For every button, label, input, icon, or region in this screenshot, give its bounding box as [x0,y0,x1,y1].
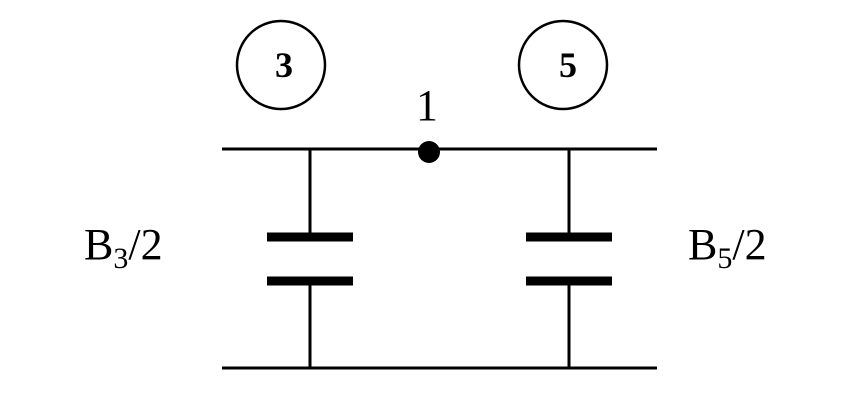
bus-marker-right: 5 [517,19,609,111]
capacitor-right [526,149,612,368]
capacitor-right-label: B5/2 [688,220,767,275]
node-dot [418,141,440,163]
capacitor-left-label-symbol: B [84,220,113,269]
bus-number-right: 5 [559,45,577,85]
node-label: 1 [416,81,438,130]
capacitor-right-label-symbol: B [688,220,717,269]
bus-marker-left: 3 [235,19,327,111]
capacitor-left-label: B3/2 [84,220,163,275]
capacitor-right-label-subscript: 5 [717,242,732,275]
capacitor-left [267,149,353,368]
capacitor-left-label-suffix: /2 [128,220,162,269]
capacitor-right-label-suffix: /2 [732,220,766,269]
capacitor-left-label-subscript: 3 [113,242,128,275]
bus-number-left: 3 [275,45,293,85]
